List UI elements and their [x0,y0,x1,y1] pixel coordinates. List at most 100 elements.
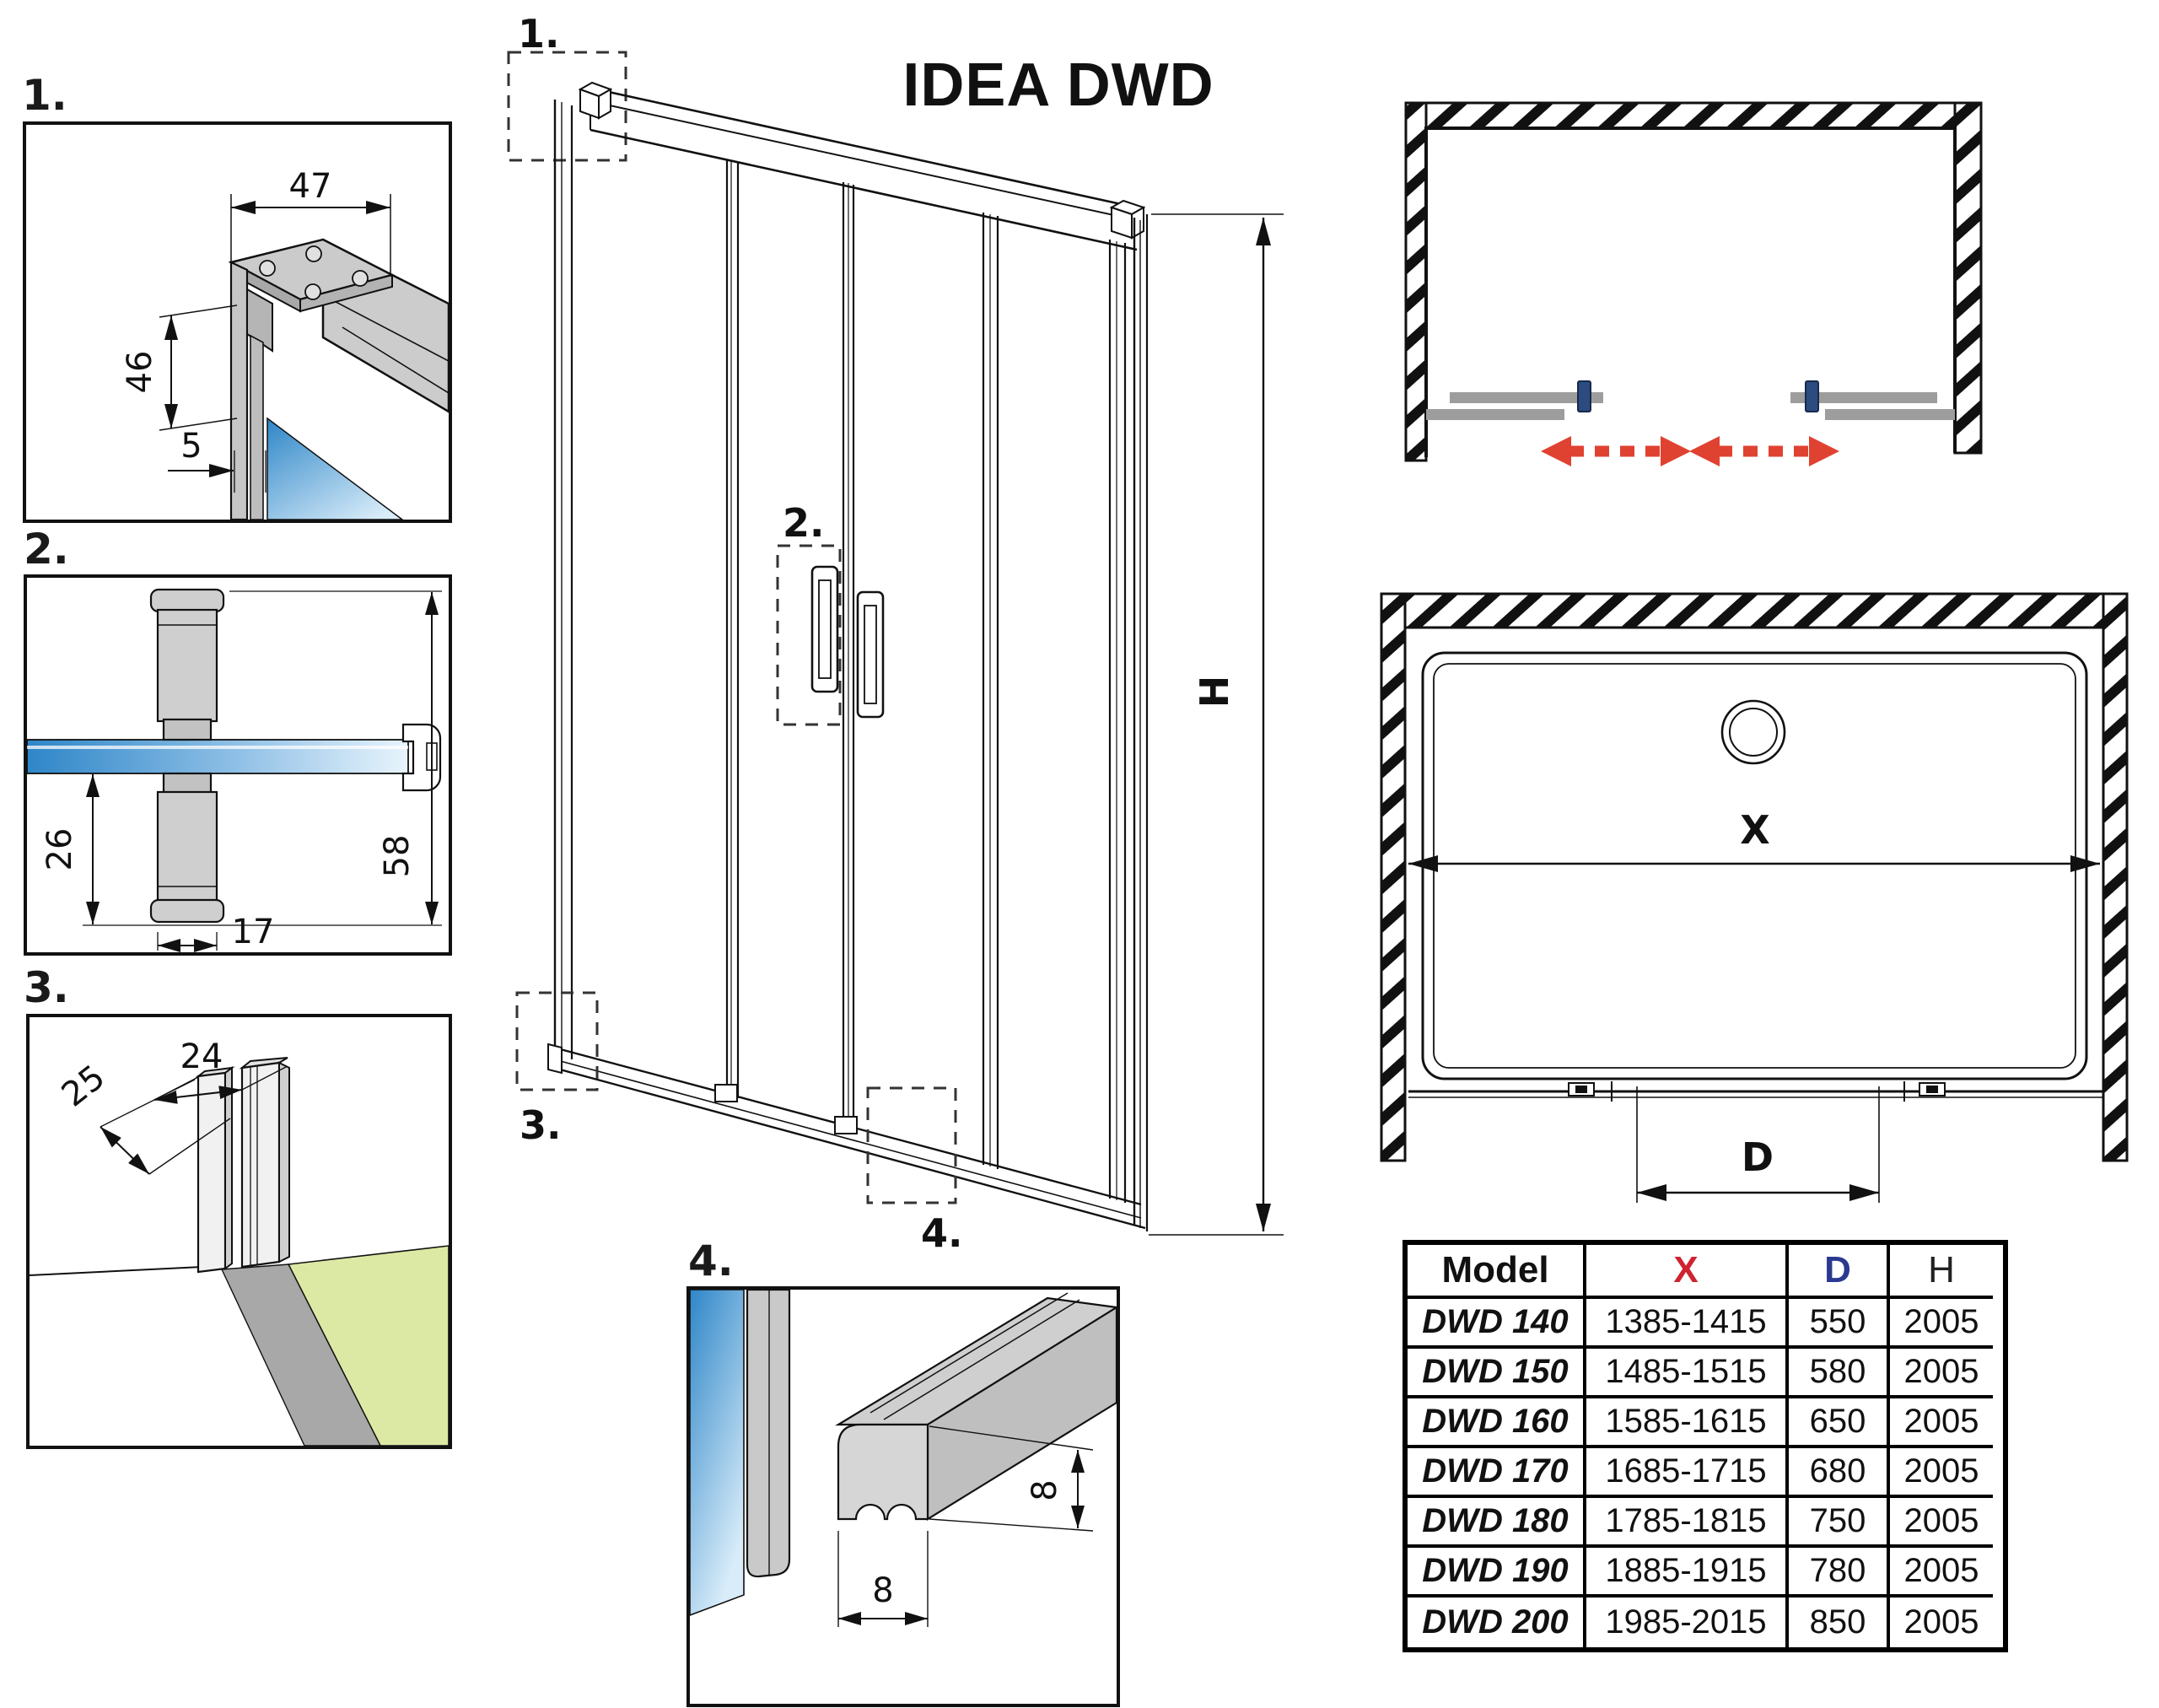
dim-d-label: D [1742,1134,1774,1180]
dim-46-label: 46 [121,351,159,394]
seal-profile [835,1292,1117,1521]
table-cell-model: DWD 140 [1408,1299,1586,1349]
dim-8-height-label: 8 [1026,1479,1064,1501]
table-cell-x: 1685-1715 [1586,1448,1789,1498]
right-fixed-panel [1825,409,1955,420]
dim-8-width-label: 8 [872,1571,893,1610]
left-slider-panel [1450,392,1603,403]
callout-2-box [776,544,842,726]
table-cell-model: DWD 180 [1408,1498,1586,1548]
dim-8-width: 8 [837,1531,929,1627]
table-cell-h: 2005 [1890,1498,1993,1548]
dim-26: 26 [40,774,100,924]
left-end-cap [578,81,613,120]
table-cell-d: 680 [1789,1448,1890,1498]
table-header-model: Model [1408,1245,1586,1299]
right-slider-panel [1790,392,1937,403]
detail-4-panel: 8 8 [686,1286,1120,1707]
panel-edge-c [982,213,999,1169]
callout-1-label: 1. [518,17,559,57]
table-cell-model: DWD 200 [1408,1598,1586,1647]
table-cell-x: 1385-1415 [1586,1299,1789,1349]
plan-sliding-svg [1404,101,1983,466]
table-header-x: X [1586,1245,1789,1299]
dim-47-label: 47 [289,167,332,206]
table-cell-model: DWD 150 [1408,1349,1586,1398]
callout-2-label: 2. [783,500,824,546]
plan-handles [1577,380,1819,412]
callout-1-box [507,51,627,162]
table-cell-model: DWD 160 [1408,1398,1586,1448]
room-inner-frame [1424,127,1957,457]
dim-8-height: 8 [929,1425,1094,1532]
table-cell-x: 1585-1615 [1586,1398,1789,1448]
detail-2-drawing: 26 17 58 [27,588,442,952]
table-cell-x: 1785-1815 [1586,1498,1789,1548]
plan-sliding-scheme [1396,78,1986,482]
profiles [195,1057,290,1274]
right-end-cap [1109,199,1146,240]
wall-right [1953,101,1983,455]
detail-1-drawing: 47 46 5 [121,167,449,520]
table-cell-h: 2005 [1890,1398,1993,1448]
left-fixed-panel [1426,409,1564,420]
main-drawing: IDEA DWD 1. [506,17,1316,1274]
detail-1-panel: 47 46 5 [23,121,452,523]
wall-top [1380,592,2129,629]
screws [259,245,369,300]
door-track [1408,1081,2103,1102]
panel-edge-d [1108,240,1127,1203]
dim-25-label: 25 [55,1058,112,1115]
dim-h-label: H [1192,676,1237,709]
wall-left [1380,592,1407,1162]
dim-5: 5 [168,427,267,493]
detail-3-panel: 24 25 [26,1014,452,1449]
table-cell-d: 550 [1789,1299,1890,1349]
dim-x-label: X [1740,807,1769,853]
table-cell-d: 580 [1789,1349,1890,1398]
bottom-rail [547,1043,1146,1230]
corner-bracket [228,238,396,313]
main-drawing-svg: IDEA DWD 1. [507,17,1284,1256]
table-cell-h: 2005 [1890,1448,1993,1498]
handle [149,588,225,924]
plan-tray: X D [1373,580,2140,1221]
floor [30,1245,449,1446]
seal-front-face [837,1423,929,1521]
detail-3-drawing: 24 25 [30,1037,449,1446]
dim-d: D [1636,1086,1880,1203]
left-handle [1577,380,1591,412]
callout-4-label: 4. [921,1210,962,1256]
page-title: IDEA DWD [902,51,1214,119]
floor-shadow [220,1263,381,1446]
detail-2-panel: 26 17 58 [24,574,452,956]
door-panels [1426,392,1955,420]
table-header-h: H [1890,1245,1993,1299]
dim-58-label: 58 [378,835,417,878]
dim-46: 46 [121,304,238,431]
plan-tray-svg: X D [1380,592,2129,1203]
table-cell-d: 650 [1789,1398,1890,1448]
table-cell-x: 1985-2015 [1586,1598,1789,1647]
glass-panel [690,1290,745,1616]
wall-right [2102,592,2129,1162]
dim-17-label: 17 [232,913,275,951]
table-cell-x: 1885-1915 [1586,1548,1789,1598]
detail-3-label: 3. [24,963,69,1012]
table-cell-model: DWD 190 [1408,1548,1586,1598]
door-handles [810,565,885,719]
glass-panel [27,739,409,774]
dim-5-label: 5 [180,427,202,466]
wall-post [229,261,273,520]
table-cell-d: 750 [1789,1498,1890,1548]
table-cell-model: DWD 170 [1408,1448,1586,1498]
table-header-d: D [1789,1245,1890,1299]
right-handle [1805,380,1819,412]
dim-h: H [1149,213,1284,1236]
table-cell-d: 780 [1789,1548,1890,1598]
table-cell-h: 2005 [1890,1598,1993,1647]
roller-blocks [714,1084,858,1134]
table-cell-d: 850 [1789,1598,1890,1647]
callout-3-box [515,991,599,1091]
drain-inner [1729,708,1778,757]
